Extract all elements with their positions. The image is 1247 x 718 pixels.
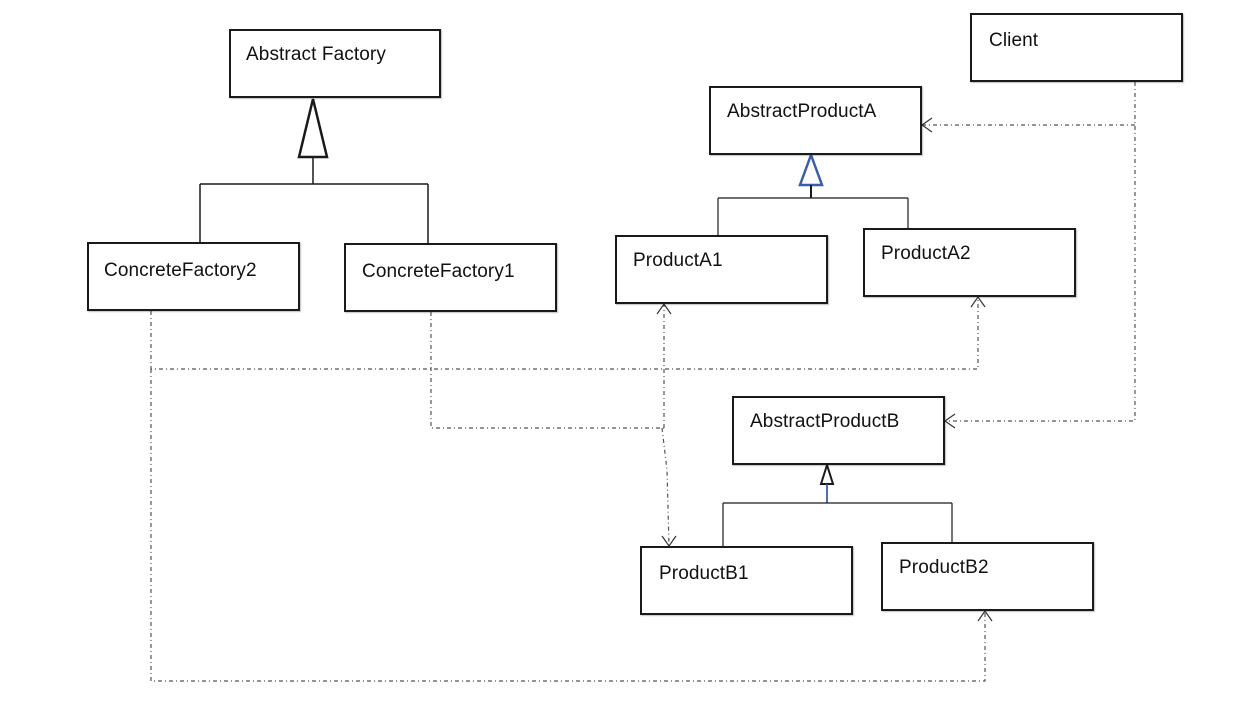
class-label: ConcreteFactory1 bbox=[362, 261, 515, 282]
class-abstract-product-a: AbstractProductA bbox=[709, 86, 922, 155]
class-product-a2: ProductA2 bbox=[863, 228, 1076, 297]
inheritance-product-b bbox=[722, 461, 953, 546]
dependency-cf2-a2 bbox=[150, 297, 979, 370]
class-product-b1: ProductB1 bbox=[640, 546, 853, 615]
generalization-arrowhead bbox=[798, 151, 824, 187]
arrowhead-abstract-product-b bbox=[943, 413, 956, 429]
class-concrete-factory2: ConcreteFactory2 bbox=[87, 242, 300, 311]
arrowhead-product-a2 bbox=[970, 295, 986, 308]
class-label: ProductA1 bbox=[633, 250, 723, 271]
arrowhead-product-a1 bbox=[656, 302, 672, 315]
class-product-b2: ProductB2 bbox=[881, 542, 1094, 611]
arrowhead-abstract-product-a bbox=[920, 117, 933, 133]
dependency-cf2-b2 bbox=[150, 369, 986, 682]
class-label: ConcreteFactory2 bbox=[104, 260, 257, 281]
dependency-client bbox=[945, 82, 1136, 422]
inheritance-product-a bbox=[717, 151, 909, 235]
class-label: ProductB1 bbox=[659, 563, 749, 584]
class-label: ProductA2 bbox=[881, 243, 971, 264]
class-label: AbstractProductA bbox=[727, 101, 877, 122]
arrowhead-product-b2 bbox=[977, 609, 993, 622]
class-concrete-factory1: ConcreteFactory1 bbox=[344, 243, 557, 312]
class-client: Client bbox=[970, 13, 1183, 82]
class-label: ProductB2 bbox=[899, 557, 989, 578]
dependencies bbox=[150, 82, 1136, 682]
generalization-arrowhead bbox=[819, 461, 835, 485]
class-abstract-product-b: AbstractProductB bbox=[732, 396, 945, 465]
class-product-a1: ProductA1 bbox=[615, 235, 828, 304]
dependency-cf1 bbox=[430, 312, 664, 429]
dependency-cf1-b1 bbox=[661, 427, 670, 547]
class-abstract-factory: Abstract Factory bbox=[229, 29, 441, 98]
inheritance-factory bbox=[199, 98, 429, 243]
class-label: Client bbox=[989, 30, 1039, 51]
generalization-arrowhead bbox=[297, 98, 329, 159]
class-label: Abstract Factory bbox=[246, 44, 386, 65]
class-label: AbstractProductB bbox=[750, 411, 900, 432]
